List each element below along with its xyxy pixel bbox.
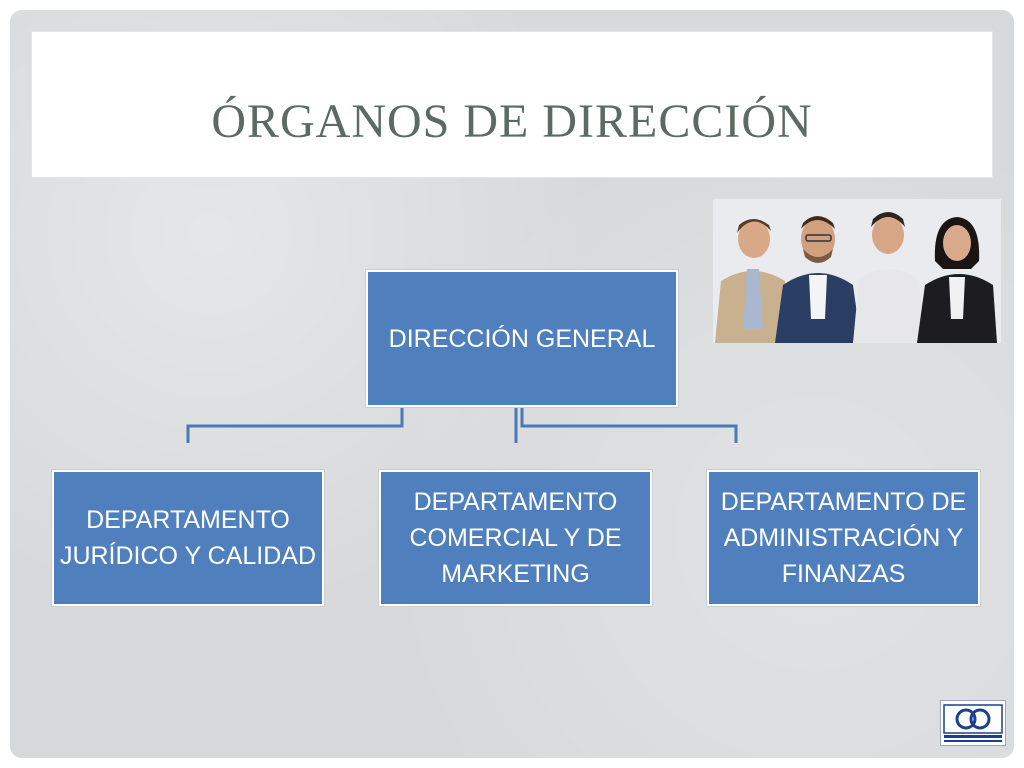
slide: ÓRGANOS DE DIRECCIÓN bbox=[10, 10, 1014, 758]
org-box-root: DIRECCIÓN GENERAL bbox=[366, 270, 678, 407]
team-photo bbox=[713, 199, 1001, 343]
org-box-legal-label: DEPARTAMENTO JURÍDICO Y CALIDAD bbox=[59, 506, 317, 570]
org-box-root-label: DIRECCIÓN GENERAL bbox=[388, 324, 656, 353]
slide-title: ÓRGANOS DE DIRECCIÓN bbox=[211, 95, 813, 148]
person-2 bbox=[775, 216, 861, 343]
org-box-legal: DEPARTAMENTO JURÍDICO Y CALIDAD bbox=[52, 470, 324, 606]
company-logo-icon bbox=[943, 704, 1003, 742]
person-4 bbox=[917, 217, 997, 343]
org-box-finance: DEPARTAMENTO DE ADMINISTRACIÓN Y FINANZA… bbox=[707, 470, 980, 606]
company-logo bbox=[940, 700, 1006, 746]
connector-left bbox=[186, 407, 404, 443]
team-photo-icon bbox=[713, 199, 1001, 343]
org-box-finance-label: DEPARTAMENTO DE ADMINISTRACIÓN Y FINANZA… bbox=[720, 488, 967, 588]
connector-right bbox=[520, 407, 738, 443]
org-box-marketing: DEPARTAMENTO COMERCIAL Y DE MARKETING bbox=[379, 470, 652, 606]
org-box-marketing-label: DEPARTAMENTO COMERCIAL Y DE MARKETING bbox=[409, 488, 622, 588]
title-band: ÓRGANOS DE DIRECCIÓN bbox=[32, 32, 992, 177]
person-3 bbox=[853, 212, 925, 343]
person-1 bbox=[715, 219, 791, 343]
